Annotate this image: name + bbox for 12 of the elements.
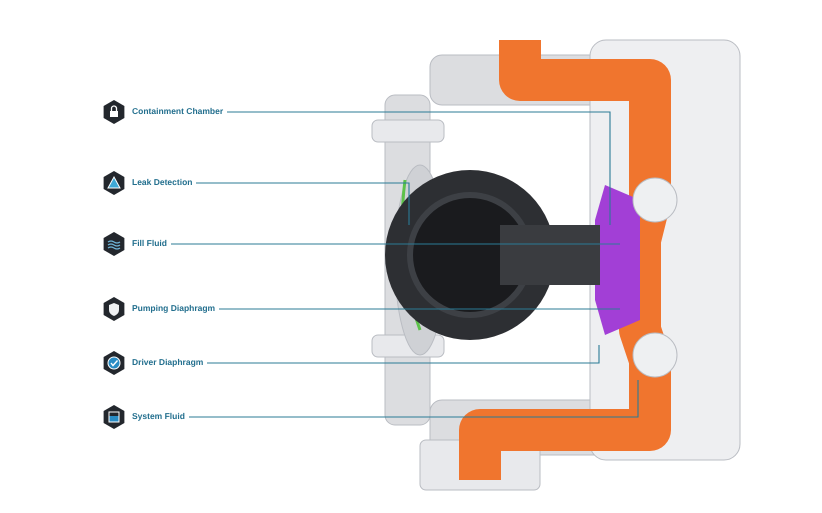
leader-line — [207, 345, 600, 364]
leader-line — [196, 182, 410, 225]
callout-label: Driver Diaphragm — [132, 357, 204, 368]
callout-label: System Fluid — [132, 411, 185, 422]
callout-label: Pumping Diaphragm — [132, 303, 216, 314]
callout-label: Leak Detection — [132, 177, 192, 188]
callout-label: Fill Fluid — [132, 238, 167, 249]
leader-line — [189, 380, 639, 418]
leader-line — [227, 111, 611, 225]
leader-line — [171, 243, 620, 245]
leader-line — [219, 308, 620, 310]
callout-label: Containment Chamber — [132, 106, 224, 117]
